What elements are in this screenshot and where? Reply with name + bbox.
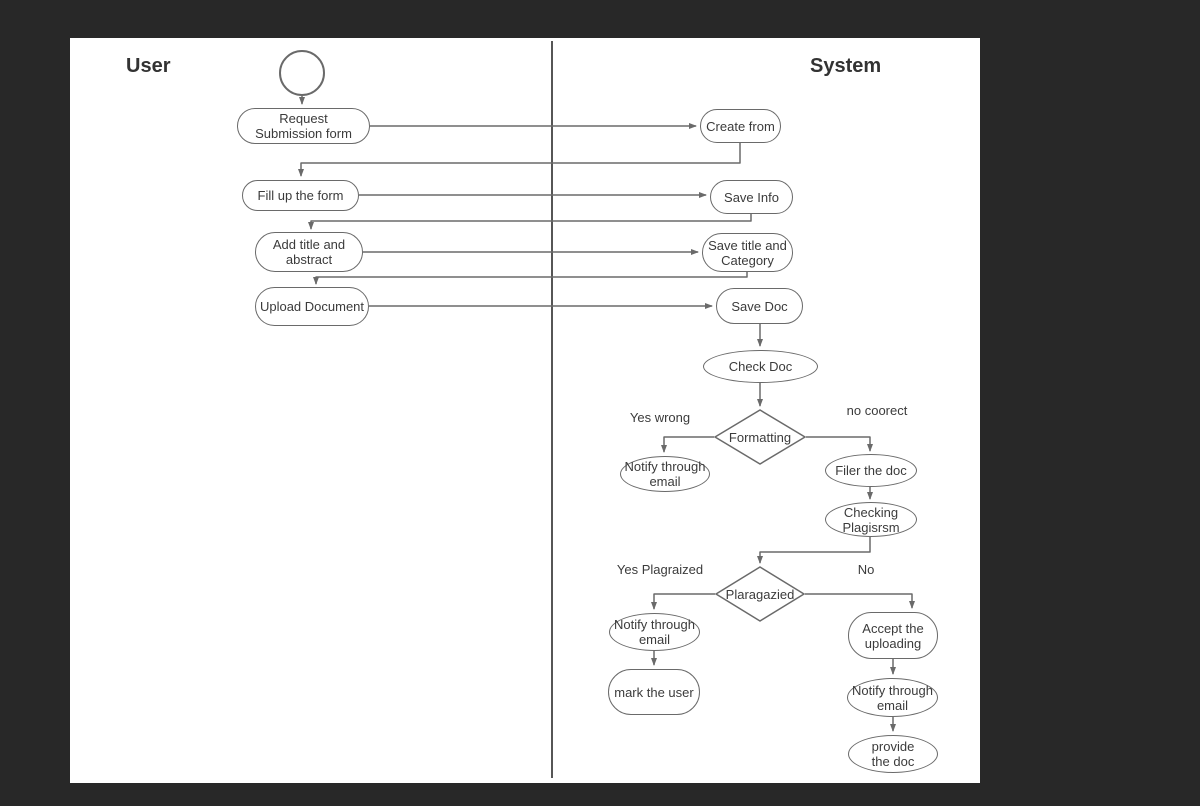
node-label: Notify through email [624,459,706,489]
node-label: Accept the uploading [862,620,924,651]
node-label: provide the doc [871,739,915,769]
edge-plaragazied-no [805,593,915,609]
node-label: Fill up the form [257,188,344,203]
node-label: Add title and abstract [272,237,346,267]
node-create-from[interactable]: Create from [700,109,781,143]
node-label: Save title and Category [708,237,787,268]
node-plaragazied-decision[interactable]: Plaragazied [715,566,805,622]
node-notify-through-email-wrong-format[interactable]: Notify through email [620,456,710,492]
node-label: Request Submission form [255,111,352,141]
node-save-doc[interactable]: Save Doc [716,288,803,324]
lane-title-system: System [810,55,882,77]
node-checking-plagisrsm[interactable]: Checking Plagisrsm [825,502,917,537]
node-request-submission-form[interactable]: Request Submission form [237,108,370,144]
node-upload-document[interactable]: Upload Document [255,287,369,326]
edge-save-title-to-upload [313,272,748,285]
edge-label-plagiarized-yes: Yes Plagraized [616,562,704,577]
lane-divider [551,41,553,778]
edge-checking-to-plaragazied [757,537,871,564]
node-notify-through-email-accepted[interactable]: Notify through email [847,678,938,717]
node-add-title-and-abstract[interactable]: Add title and abstract [255,232,363,272]
edge-save-info-to-add-title [308,214,752,230]
node-mark-the-user[interactable]: mark the user [608,669,700,715]
lane-title-user: User [126,55,171,77]
node-label: Create from [706,118,775,134]
node-fill-up-the-form[interactable]: Fill up the form [242,180,359,211]
node-label: Save Doc [731,298,788,314]
connector-layer [298,96,915,732]
node-start-circle[interactable] [279,50,325,96]
node-label: Save Info [724,189,779,205]
node-provide-the-doc[interactable]: provide the doc [848,735,938,773]
node-save-info[interactable]: Save Info [710,180,793,214]
node-label: Check Doc [728,359,793,374]
edge-label-plagiarized-no: No [857,562,875,577]
node-label: Filer the doc [835,463,907,478]
diamond-shape [714,409,806,465]
node-label: Notify through email [852,682,933,713]
node-label: Checking Plagisrsm [842,504,900,535]
diagram-canvas: User System [70,38,980,783]
diamond-shape [715,566,805,622]
node-save-title-and-category[interactable]: Save title and Category [702,233,793,272]
node-label: Upload Document [259,299,365,314]
node-label: Plaragazied [725,586,795,602]
node-label: mark the user [614,684,694,700]
node-notify-through-email-plagiarized[interactable]: Notify through email [609,613,700,651]
edge-create-from-to-fill-form [298,143,741,177]
node-formatting-decision[interactable]: Formatting [714,409,806,465]
node-check-doc[interactable]: Check Doc [703,350,818,383]
edge-label-formatting-yes: Yes wrong [629,410,691,425]
edge-label-formatting-no: no coorect [846,403,908,418]
node-label: Notify through email [614,617,695,647]
node-filer-the-doc[interactable]: Filer the doc [825,454,917,487]
node-accept-the-uploading[interactable]: Accept the uploading [848,612,938,659]
edge-formatting-yes-wrong [661,436,714,453]
edge-plaragazied-yes [651,593,715,610]
node-label: Formatting [728,429,792,445]
edge-formatting-no-coorect [806,436,873,452]
